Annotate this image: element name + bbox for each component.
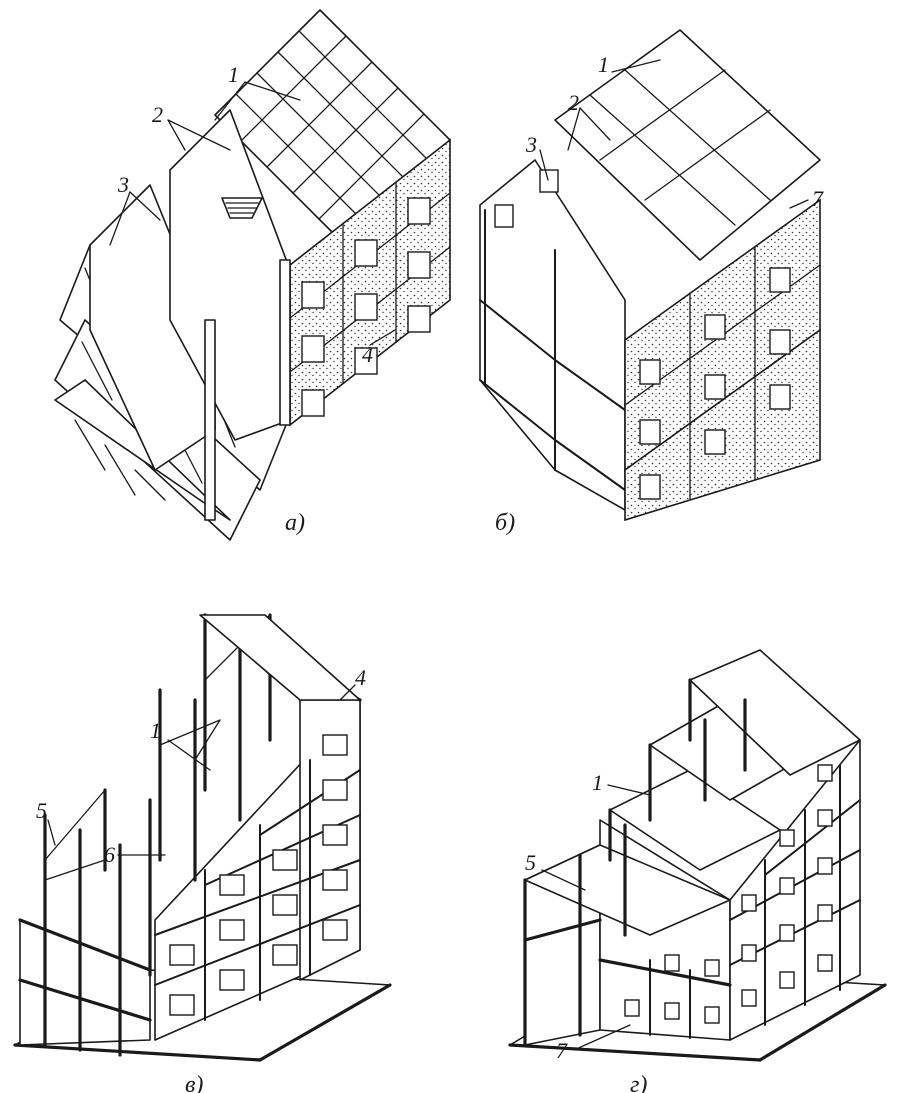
- frame-skeleton: [479, 159, 626, 511]
- roof-panel-grid: [554, 29, 821, 261]
- callout-b-7: 7: [812, 186, 824, 211]
- scheme-a: 1 2 3 4 а): [54, 9, 451, 541]
- exterior-wall-panels: [289, 138, 451, 427]
- block-windows: [624, 764, 833, 1024]
- callout-a-2: 2: [152, 102, 163, 127]
- callout-a-4: 4: [362, 342, 373, 367]
- stair-hatch: [221, 197, 263, 219]
- caption-v: в): [185, 1072, 203, 1093]
- callout-g-5: 5: [525, 850, 536, 875]
- callout-b-3: 3: [525, 132, 537, 157]
- callout-v-6: 6: [104, 842, 115, 867]
- callout-b-1: 1: [598, 52, 609, 77]
- callout-leaders-g: [541, 784, 651, 1051]
- callout-v-1: 1: [150, 718, 161, 743]
- facade-windows: [169, 734, 348, 1016]
- callout-b-2: 2: [568, 90, 579, 115]
- callout-a-3: 3: [117, 172, 129, 197]
- scheme-g: 1 5 7 г): [508, 649, 887, 1093]
- caption-g: г): [630, 1072, 647, 1093]
- caption-b: б): [495, 510, 515, 536]
- column-beam-frame: [18, 613, 362, 1057]
- roof-slab: [199, 614, 361, 701]
- callout-a-1: 1: [228, 62, 239, 87]
- callout-v-5: 5: [36, 798, 47, 823]
- caption-a: а): [285, 510, 305, 536]
- callout-leaders-v: [47, 684, 356, 856]
- callout-leaders-b: [539, 59, 809, 209]
- cross-walls: [89, 109, 291, 521]
- scheme-v: 1 4 5 6 в): [13, 613, 392, 1093]
- scheme-b: 1 2 3 7 б): [479, 29, 824, 536]
- exterior-wall-panels: [624, 198, 821, 522]
- callout-g-7: 7: [556, 1038, 568, 1063]
- callout-v-4: 4: [355, 665, 366, 690]
- callout-g-1: 1: [592, 770, 603, 795]
- volumetric-blocks: [523, 649, 861, 1047]
- callout-leaders-a: [109, 81, 396, 346]
